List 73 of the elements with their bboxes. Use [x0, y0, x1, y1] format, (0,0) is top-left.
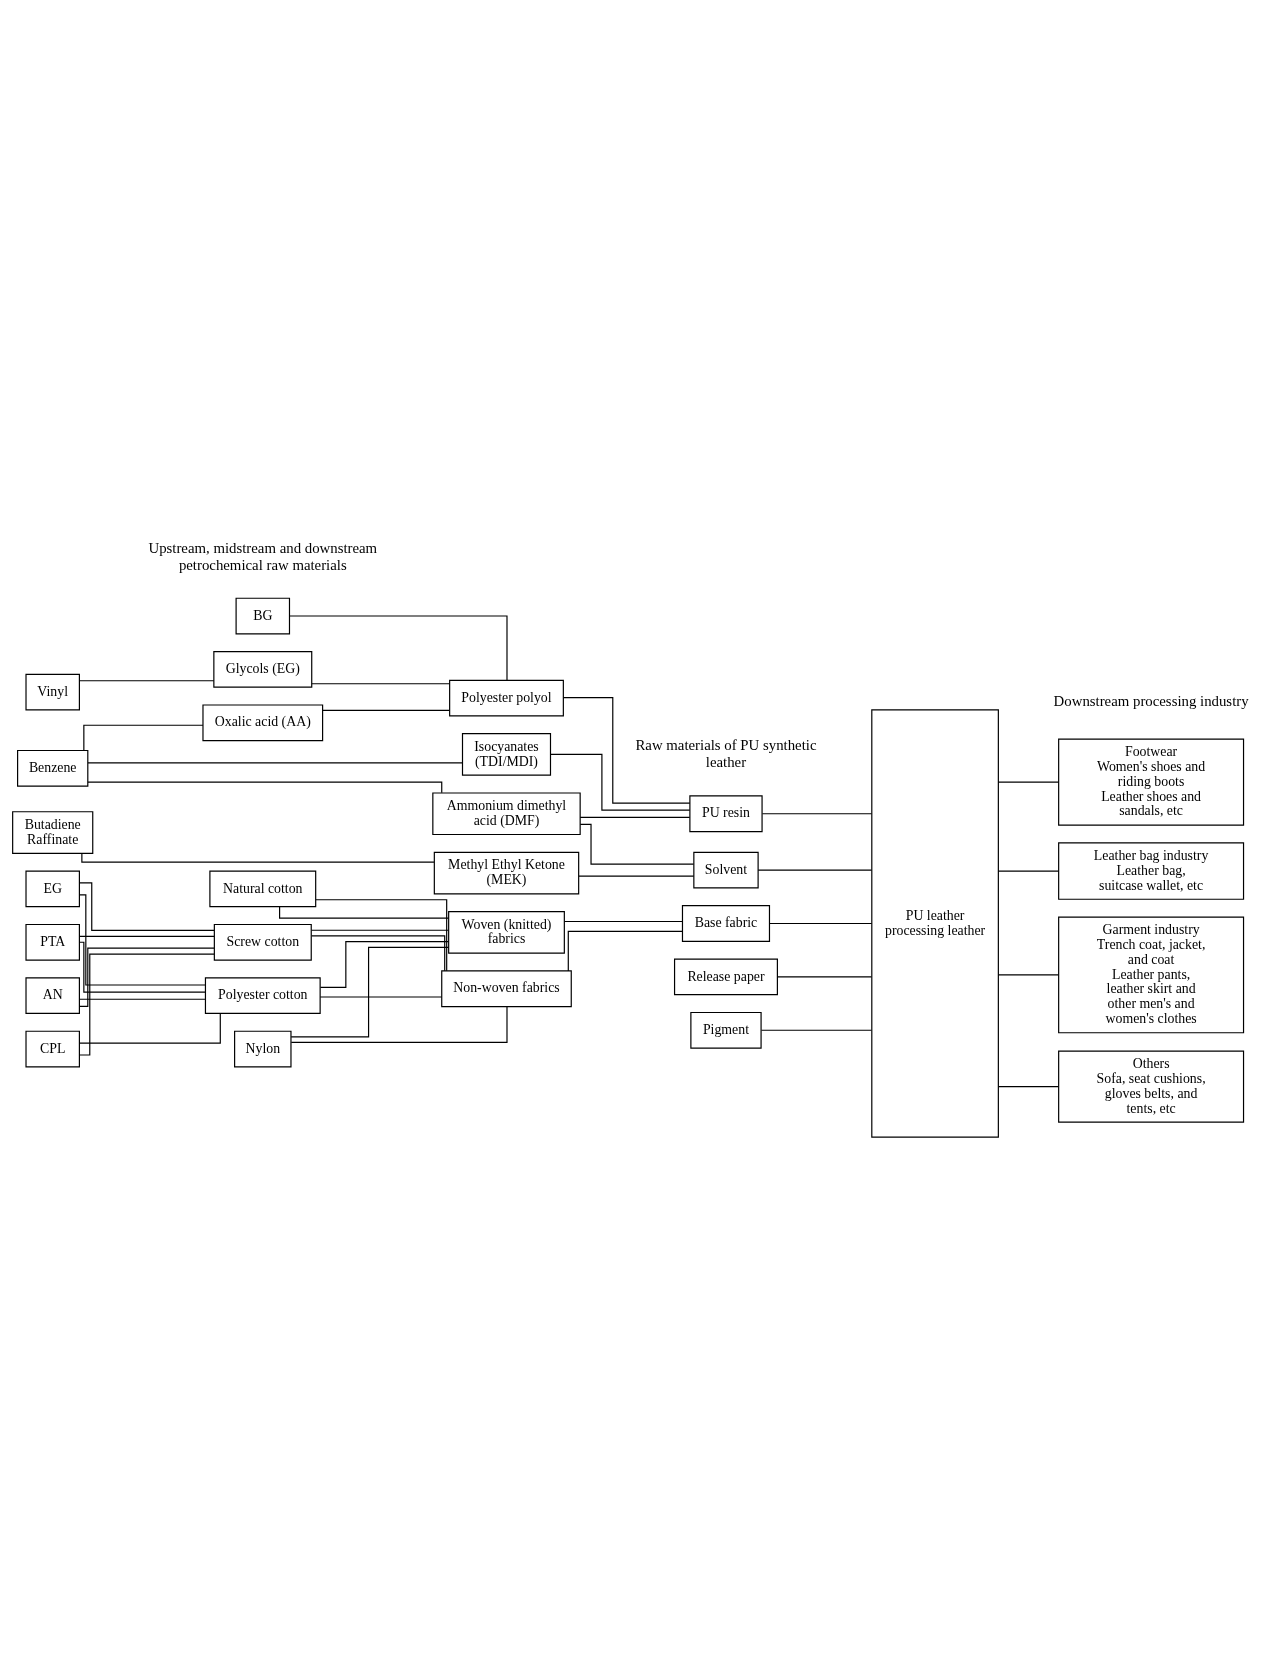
connector [279, 905, 450, 919]
node-box: Butadiene Raffinate [12, 810, 94, 854]
node-box: Methyl Ethyl Ketone (MEK) [433, 851, 580, 894]
node-box: Pigment [690, 1011, 762, 1049]
label: Raw materials of PU synthetic leather [635, 736, 817, 770]
node-box: Natural cotton [209, 870, 317, 907]
connector [997, 1085, 1060, 1087]
node-box: Nylon [234, 1030, 292, 1067]
connector [79, 947, 215, 1007]
label: Upstream, midstream and downstream petrochemical raw materials [148, 539, 378, 573]
node-box: Non-woven fabrics [441, 969, 572, 1007]
connector [579, 823, 695, 865]
node-box: Glycols (EG) [213, 650, 313, 688]
node-box: Oxalic acid (AA) [202, 703, 324, 741]
connector [290, 1005, 508, 1043]
node-box: Ammonium dimethyl acid (DMF) [432, 791, 581, 835]
connector [567, 930, 684, 971]
label: Downstream processing industry [1053, 692, 1249, 709]
node-box: Woven (knitted) fabrics [448, 910, 565, 954]
connector [78, 893, 206, 986]
connector [310, 929, 449, 931]
node-box: Release paper [673, 958, 778, 995]
connector [757, 869, 873, 871]
connector [79, 679, 215, 681]
connector [997, 870, 1060, 872]
connector [319, 995, 443, 998]
connector [578, 874, 695, 877]
connector [315, 898, 448, 971]
connector [768, 922, 873, 924]
node-box: BG [235, 597, 291, 634]
connector [310, 934, 446, 971]
connector [776, 975, 873, 977]
connector [83, 724, 204, 751]
connector [761, 812, 873, 814]
connector [78, 881, 215, 931]
node-box: Garment industry Trench coat, jacket, and coat Leather pants, leather skirt and other men's and women's clothes [1058, 915, 1245, 1033]
node-box: PTA [25, 923, 80, 961]
connector [319, 940, 450, 988]
connector [79, 935, 215, 937]
connector [78, 941, 206, 993]
node-box: Base fabric [681, 904, 771, 942]
node-box: Footwear Women's shoes and riding boots Leather shoes and sandals, etc [1058, 738, 1245, 826]
node-box: Polyester cotton [204, 976, 321, 1014]
connector [760, 1029, 873, 1031]
connector [549, 753, 691, 811]
connector [563, 920, 683, 922]
node-box: Leather bag industry Leather bag, suitcase wallet, etc [1058, 841, 1245, 900]
connector [997, 781, 1060, 783]
node-box: Others Sofa, seat cushions, gloves belts, and tents, etc [1058, 1049, 1245, 1123]
node-box: EG [25, 870, 80, 907]
node-box: CPL [25, 1030, 80, 1067]
connector [311, 682, 450, 684]
node-box: PU leather processing leather [871, 708, 999, 1138]
connector [322, 709, 450, 711]
connector [290, 946, 449, 1037]
node-box: Isocyanates (TDI/MDI) [461, 732, 552, 776]
connector [562, 696, 691, 804]
node-box: Benzene [17, 749, 89, 787]
connector [87, 781, 443, 793]
connector [79, 998, 206, 1000]
connector [79, 1012, 221, 1044]
node-box: Vinyl [25, 673, 80, 711]
node-box: Screw cotton [213, 923, 312, 961]
connector [289, 614, 508, 681]
connector [81, 852, 435, 863]
connector [87, 761, 464, 763]
node-box: AN [25, 976, 80, 1014]
connector [79, 953, 215, 1056]
node-box: Solvent [693, 851, 759, 888]
connector [997, 973, 1060, 975]
connector [579, 816, 691, 818]
node-box: Polyester polyol [449, 679, 564, 716]
node-box: PU resin [689, 794, 763, 832]
